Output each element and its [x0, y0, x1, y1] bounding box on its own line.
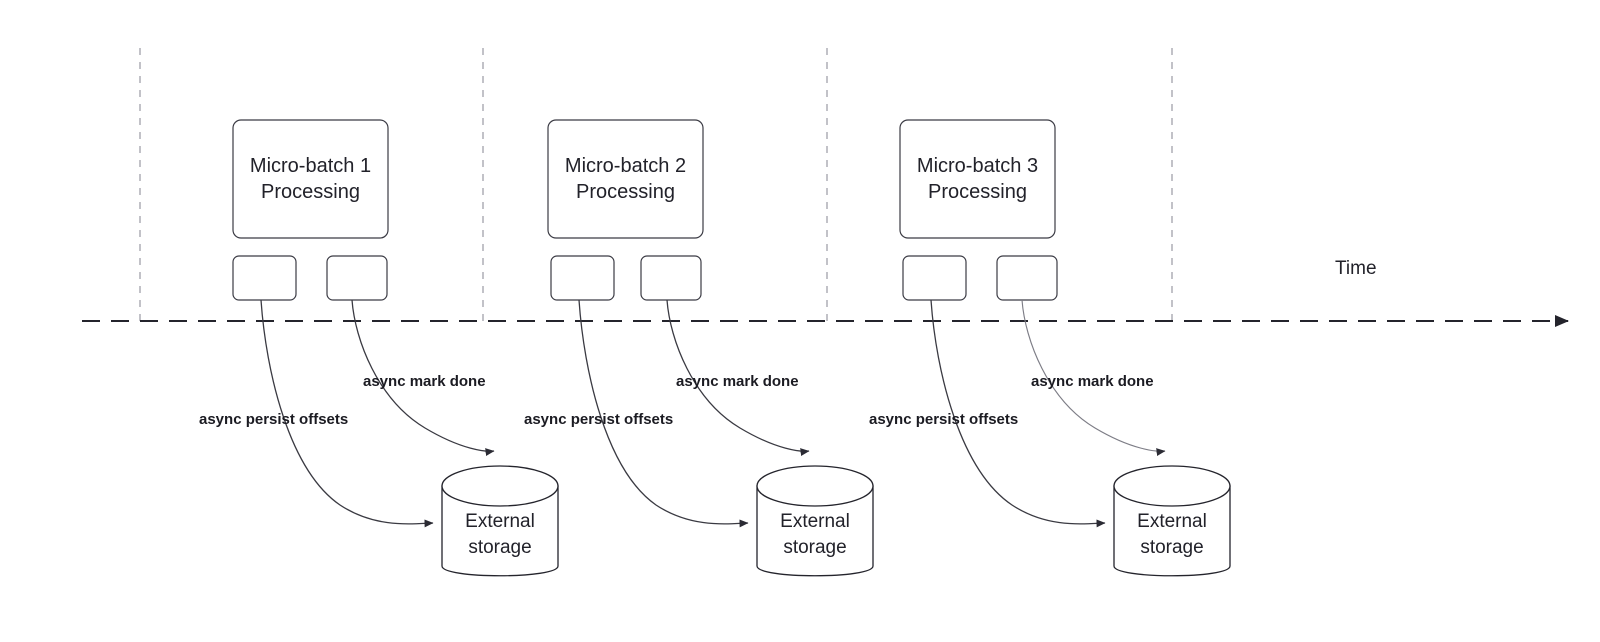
- mark-done-label-2: async mark done: [676, 373, 799, 390]
- micro-batch-box-1-line1: Micro-batch 1: [250, 155, 371, 177]
- micro-batch-box-2-line1: Micro-batch 2: [565, 155, 686, 177]
- persist-offsets-label-1: async persist offsets: [199, 411, 348, 428]
- external-storage-label-2-line2: storage: [783, 537, 846, 558]
- guide-lines: [139, 48, 1173, 325]
- persist-offsets-arrow-2: [578, 299, 749, 528]
- mark-done-arrow-1: [351, 299, 495, 457]
- task-box-persist-3[interactable]: [902, 255, 967, 301]
- mark-done-label-3: async mark done: [1031, 373, 1154, 390]
- persist-offsets-arrow-1: [260, 299, 434, 528]
- external-storage-cylinder-3[interactable]: [1113, 465, 1231, 577]
- mark-done-label-1: async mark done: [363, 373, 486, 390]
- external-storage-label-3-line1: External: [1137, 511, 1207, 532]
- external-storage-label-1-line2: storage: [468, 537, 531, 558]
- micro-batch-group-2: Micro-batch 2 Processing async persist o…: [524, 119, 874, 577]
- task-box-mark-1[interactable]: [326, 255, 388, 301]
- task-box-mark-3[interactable]: [996, 255, 1058, 301]
- external-storage-cylinder-1[interactable]: [441, 465, 559, 577]
- micro-batch-group-3: Micro-batch 3 Processing async persist o…: [869, 119, 1231, 577]
- external-storage-label-1-line1: External: [465, 511, 535, 532]
- task-box-persist-1[interactable]: [232, 255, 297, 301]
- micro-batch-box-2[interactable]: [547, 119, 704, 239]
- mark-done-arrow-2: [666, 299, 810, 457]
- micro-batch-box-3-line1: Micro-batch 3: [917, 155, 1038, 177]
- micro-batch-box-1[interactable]: [232, 119, 389, 239]
- micro-batch-box-3[interactable]: [899, 119, 1056, 239]
- external-storage-cylinder-2[interactable]: [756, 465, 874, 577]
- micro-batch-box-2-line2: Processing: [576, 181, 675, 203]
- persist-offsets-label-2: async persist offsets: [524, 411, 673, 428]
- task-box-persist-2[interactable]: [550, 255, 615, 301]
- time-axis-label: Time: [1335, 258, 1377, 279]
- micro-batch-box-1-line2: Processing: [261, 181, 360, 203]
- micro-batch-box-3-line2: Processing: [928, 181, 1027, 203]
- persist-offsets-label-3: async persist offsets: [869, 411, 1018, 428]
- micro-batch-group-1: Micro-batch 1 Processing async persist o…: [199, 119, 559, 577]
- external-storage-label-3-line2: storage: [1140, 537, 1203, 558]
- persist-offsets-arrow-3: [930, 299, 1106, 528]
- mark-done-arrow-3: [1021, 299, 1166, 457]
- external-storage-label-2-line1: External: [780, 511, 850, 532]
- task-box-mark-2[interactable]: [640, 255, 702, 301]
